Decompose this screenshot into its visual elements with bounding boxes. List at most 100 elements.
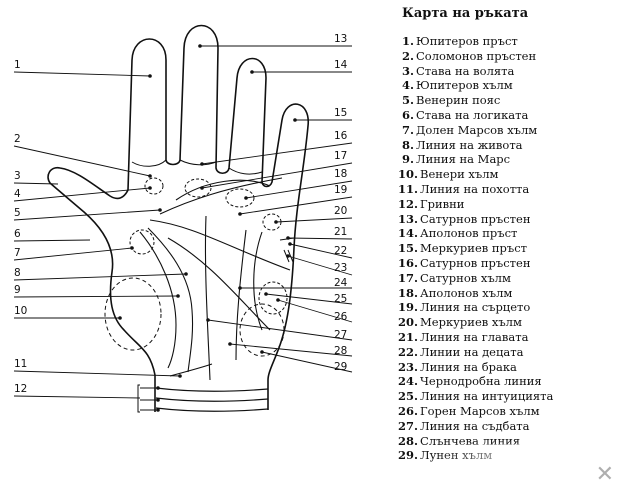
callout-number: 7	[14, 247, 21, 259]
legend-item-number: 12.	[398, 196, 419, 211]
mount-venus	[104, 277, 162, 351]
head-line	[149, 219, 291, 271]
legend-item-label: Долен Марсов хълм	[416, 122, 538, 137]
legend-item-label: Линия на главата	[420, 329, 529, 344]
bracelet-bracket	[137, 384, 140, 413]
callout-number: 28	[334, 345, 347, 357]
legend-item-label: Венери хълм	[420, 167, 499, 182]
intuition-line	[253, 231, 263, 331]
legend-item: 5.Венерин пояс	[398, 93, 616, 108]
bracelet-line	[155, 397, 269, 402]
callout-number: 22	[334, 245, 347, 257]
legend-item-label: Сатурнов хълм	[420, 270, 511, 285]
legend-item-number: 16.	[398, 255, 419, 270]
legend-item: 14.Аполонов пръст	[398, 226, 616, 241]
legend-item-number: 26.	[398, 403, 419, 418]
legend-item: 19.Линия на сърцето	[398, 300, 616, 315]
legend-item-number: 28.	[398, 433, 419, 448]
legend-item-label: Меркуриев пръст	[420, 241, 528, 256]
x-logo-icon: ✕	[595, 462, 614, 487]
legend-item-number: 6.	[401, 107, 414, 122]
callout-number: 5	[14, 207, 21, 219]
callout-number: 3	[14, 170, 21, 182]
finger-crease	[228, 167, 263, 175]
finger-crease	[131, 159, 167, 167]
legend-item: 12.Гривни	[398, 197, 616, 212]
callout-number: 27	[334, 329, 347, 341]
bracelet-line	[155, 387, 269, 392]
bracelet-line	[155, 407, 269, 412]
legend-item-number: 2.	[401, 48, 414, 63]
legend-item: 8.Линия на живота	[398, 138, 616, 153]
legend-item: 3.Става на волята	[398, 64, 616, 79]
legend-item: 4.Юпитеров хълм	[398, 78, 616, 93]
mount-saturn	[184, 178, 212, 198]
legend-item-number: 17.	[398, 270, 419, 285]
callout-number: 26	[334, 311, 348, 323]
legend-item-number: 20.	[398, 315, 419, 330]
legend-item-number: 14.	[398, 226, 419, 241]
legend-item-label: Линия на сърцето	[420, 300, 531, 315]
legend-item-label: Аполонов пръст	[420, 226, 518, 241]
legend-item-label: Линия на съдбата	[420, 418, 530, 433]
mount-jupiter	[144, 177, 164, 195]
legend-list: 1.Юпитеров пръст 2.Соломонов пръстен 3.С…	[398, 34, 616, 463]
fate-line	[204, 215, 211, 381]
legend-item: 1.Юпитеров пръст	[398, 34, 616, 49]
legend-item-label: Линия на живота	[416, 137, 523, 152]
mars-line	[139, 231, 177, 369]
liver-line	[167, 237, 271, 331]
children-line	[287, 249, 294, 263]
legend-item-label: Чернодробна линия	[420, 374, 542, 389]
legend-item-label: Линия на интуицията	[420, 389, 554, 404]
legend-item: 7.Долен Марсов хълм	[398, 123, 616, 138]
legend-item-number: 4.	[401, 78, 414, 93]
leader-lines-left	[13, 71, 187, 411]
legend-item: 16.Сатурнов пръстен	[398, 256, 616, 271]
callout-number: 10	[14, 305, 27, 317]
legend-item-number: 22.	[398, 344, 419, 359]
callout-number: 4	[14, 188, 21, 200]
leader-dots	[118, 44, 297, 412]
legend-item: 9.Линия на Марс	[398, 152, 616, 167]
callout-number: 18	[334, 168, 347, 180]
legend-item: 15.Меркуриев пръст	[398, 241, 616, 256]
legend-item-number: 3.	[401, 63, 414, 78]
legend-item-number: 19.	[398, 300, 419, 315]
callout-number: 12	[14, 383, 27, 395]
callout-number: 24	[334, 277, 348, 289]
legend-item: 27.Линия на съдбата	[398, 419, 616, 434]
callout-number: 8	[14, 267, 21, 279]
legend-item-label: Линия на брака	[420, 359, 517, 374]
legend-item: 13.Сатурнов пръстен	[398, 212, 616, 227]
hand-illustration: 1 2 3 4 5 6 7 8 9 10 11 12 13 14 15 16 1…	[13, 24, 353, 413]
legend-item: 24.Чернодробна линия	[398, 374, 616, 389]
life-line	[147, 227, 194, 373]
legend-item-number: 27.	[398, 418, 419, 433]
legend-item: 23.Линия на брака	[398, 360, 616, 375]
legend-item-label: Аполонов хълм	[420, 285, 513, 300]
sun-line	[235, 229, 247, 361]
legend-item: 11.Линия на похотта	[398, 182, 616, 197]
legend-item-label: Сатурнов пръстен	[420, 255, 531, 270]
legend-item-number: 15.	[398, 241, 419, 256]
finger-crease	[179, 159, 217, 166]
legend-item-number: 5.	[401, 93, 414, 108]
legend-item-number: 11.	[398, 181, 419, 196]
callout-number: 25	[334, 293, 347, 305]
legend-item-number: 9.	[401, 152, 414, 167]
callout-number: 16	[334, 130, 348, 142]
legend-item-number: 1.	[401, 34, 414, 48]
legend-item-number: 23.	[398, 359, 419, 374]
callout-number: 20	[334, 205, 347, 217]
legend-item: 21.Линия на главата	[398, 330, 616, 345]
callout-number: 14	[334, 59, 348, 71]
callout-number: 9	[14, 284, 21, 296]
legend-item-label: Венерин пояс	[416, 93, 501, 108]
legend-item: 22.Линии на децата	[398, 345, 616, 360]
legend-item-number: 18.	[398, 285, 419, 300]
legend-item-label: Линии на децата	[420, 344, 524, 359]
legend-item-label: Линия на Марс	[416, 152, 511, 167]
callout-number: 2	[14, 133, 21, 145]
